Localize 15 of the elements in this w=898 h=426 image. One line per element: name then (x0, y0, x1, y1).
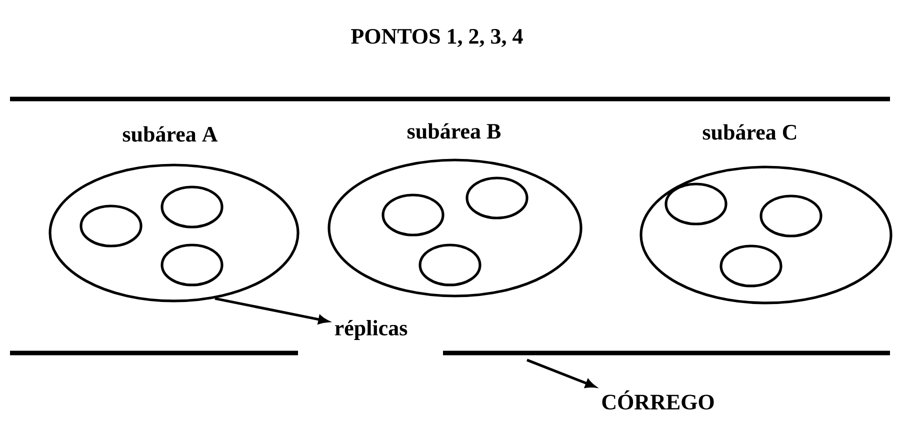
replica-ellipse (466, 176, 528, 220)
replica-ellipse (80, 204, 142, 248)
replica-ellipse (760, 194, 822, 238)
replica-ellipse (160, 186, 224, 228)
title: PONTOS 1, 2, 3, 4 (351, 29, 523, 47)
node-label: subárea A (122, 126, 218, 142)
replica-ellipse (382, 194, 444, 236)
text-label: réplicas (334, 320, 408, 340)
text-label: CÓRREGO (602, 390, 714, 410)
node-label: subárea B (407, 123, 501, 139)
replica-ellipse (720, 244, 782, 288)
replica-ellipse (418, 244, 482, 286)
node-label: subárea C (702, 124, 796, 140)
replica-ellipse (664, 182, 728, 226)
replica-ellipse (160, 244, 224, 286)
